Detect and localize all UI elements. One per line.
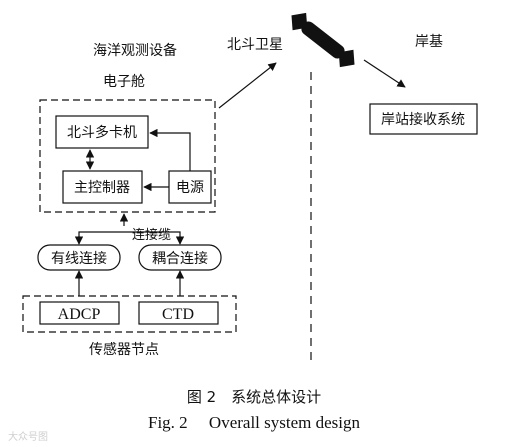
cable-label: 连接缆 <box>132 227 171 243</box>
wired-connection-label: 有线连接 <box>51 250 107 267</box>
coupled-connection-box <box>138 244 222 271</box>
ocean-device-label: 海洋观测设备 <box>93 42 177 59</box>
caption-en: Fig. 2 Overall system design <box>148 413 361 432</box>
shore-label: 岸基 <box>415 33 443 50</box>
adcp-box <box>39 301 120 325</box>
coupled-connection-label: 耦合连接 <box>152 250 208 267</box>
shore-system-box <box>369 103 478 135</box>
beidou-card-box <box>55 115 149 149</box>
beidou-card-label: 北斗多卡机 <box>67 124 137 141</box>
main-controller-box <box>62 170 143 204</box>
uplink-arrow <box>218 62 277 109</box>
watermark-text: 大众号图 <box>8 430 48 443</box>
caption-cn: 图 2 系统总体设计 <box>187 388 321 406</box>
sensor-node-frame <box>22 295 237 333</box>
sensor-node-label: 传感器节点 <box>89 341 159 358</box>
main-controller-label: 主控制器 <box>74 180 130 196</box>
adcp-label: ADCP <box>58 306 101 323</box>
downlink-arrow <box>363 59 406 88</box>
shore-system-label: 岸站接收系统 <box>381 111 465 128</box>
ctd-label: CTD <box>162 306 194 323</box>
electronic-cabin-frame <box>39 99 216 213</box>
power-beidou-arrow <box>149 128 191 171</box>
satellite-label: 北斗卫星 <box>227 37 283 53</box>
electronic-cabin-label: 电子舱 <box>103 74 145 90</box>
ctd-box <box>138 301 219 325</box>
satellite-icon <box>291 12 355 68</box>
power-label: 电源 <box>176 180 204 196</box>
wired-connection-box <box>37 244 121 271</box>
